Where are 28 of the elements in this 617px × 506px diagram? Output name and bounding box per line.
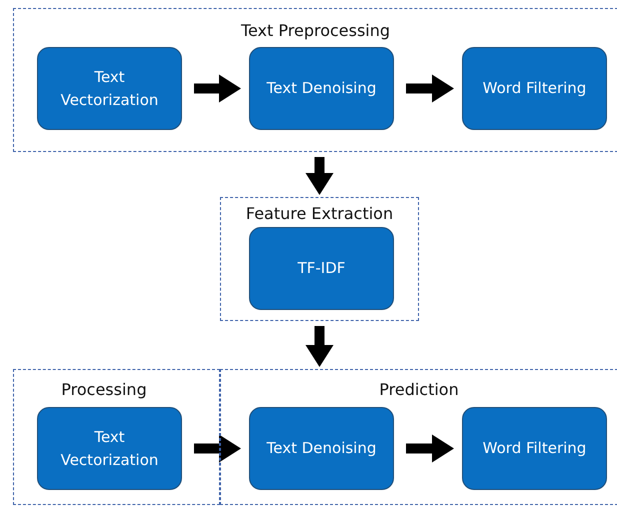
block-arrow (194, 434, 241, 462)
dashed-group-frame (220, 369, 617, 505)
dashed-group-frame (13, 8, 617, 152)
box-label: Text Denoising (266, 438, 378, 460)
box-label: Word Filtering (482, 78, 588, 100)
block-arrow (406, 74, 454, 102)
group-heading: Prediction (378, 380, 460, 399)
block-arrow (306, 157, 334, 195)
process-box (37, 407, 182, 490)
box-label: Word Filtering (482, 438, 588, 460)
process-box (249, 227, 394, 310)
box-label: Text Vectorization (60, 67, 160, 110)
box-label: Text Vectorization (60, 427, 160, 470)
process-box (37, 47, 182, 130)
process-box (249, 47, 394, 130)
box-label: TF-IDF (296, 258, 346, 280)
dashed-group-frame (220, 197, 419, 321)
process-box (249, 407, 394, 490)
process-box (462, 47, 607, 130)
block-arrow (194, 74, 241, 102)
group-heading: Feature Extraction (244, 204, 394, 223)
box-label: Text Denoising (266, 78, 378, 100)
dashed-group-frame (13, 369, 220, 505)
block-arrow (306, 326, 334, 367)
group-heading: Text Preprocessing (240, 21, 392, 40)
group-heading: Processing (60, 380, 148, 399)
block-arrow (406, 434, 454, 462)
process-box (462, 407, 607, 490)
